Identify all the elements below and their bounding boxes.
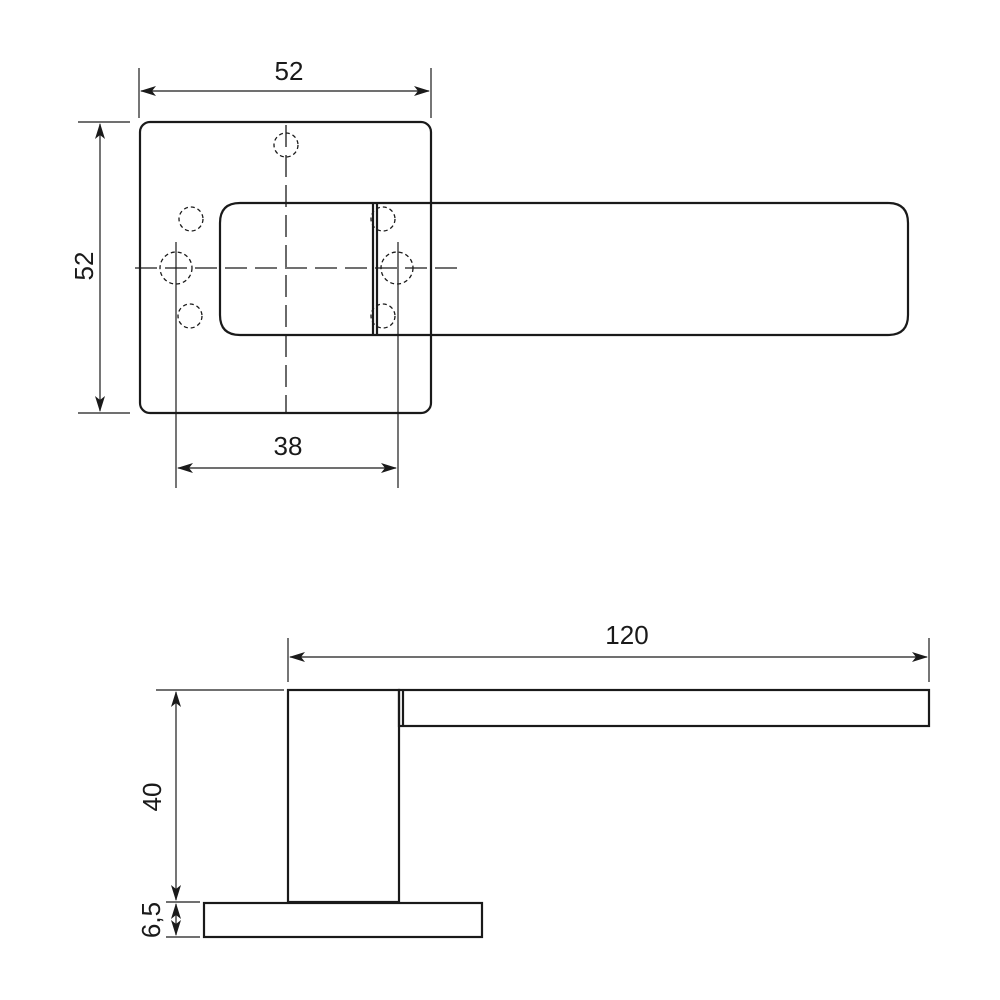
rose-width-dimension: 52 xyxy=(138,56,432,118)
handle-height-dimension: 40 xyxy=(137,689,284,901)
lever-arm xyxy=(397,688,931,728)
hidden-screw-hole xyxy=(273,132,299,158)
lever-length-label: 120 xyxy=(605,620,648,650)
handle-height-label: 40 xyxy=(137,783,167,812)
hidden-through-bolt-hole xyxy=(380,251,414,285)
hidden-screw-hole xyxy=(177,303,203,329)
hidden-screw-hole xyxy=(370,303,396,329)
rose-height-dimension: 52 xyxy=(69,121,130,414)
lever-length-dimension: 120 xyxy=(287,620,930,682)
hole-spacing-label: 38 xyxy=(274,431,303,461)
top-view: 52 52 38 xyxy=(69,56,910,488)
rose-height-label: 52 xyxy=(69,252,99,281)
hidden-screw-hole xyxy=(178,206,204,232)
side-view: 120 40 6,5 xyxy=(136,620,931,939)
rose-base xyxy=(202,901,484,939)
hidden-screw-hole xyxy=(370,206,396,232)
hole-spacing-dimension: 38 xyxy=(175,242,399,488)
rose-thickness-dimension: 6,5 xyxy=(136,901,200,938)
lever-body xyxy=(218,201,910,337)
rose-width-label: 52 xyxy=(275,56,304,86)
handle-neck xyxy=(286,688,401,904)
rose-thickness-label: 6,5 xyxy=(136,902,166,938)
